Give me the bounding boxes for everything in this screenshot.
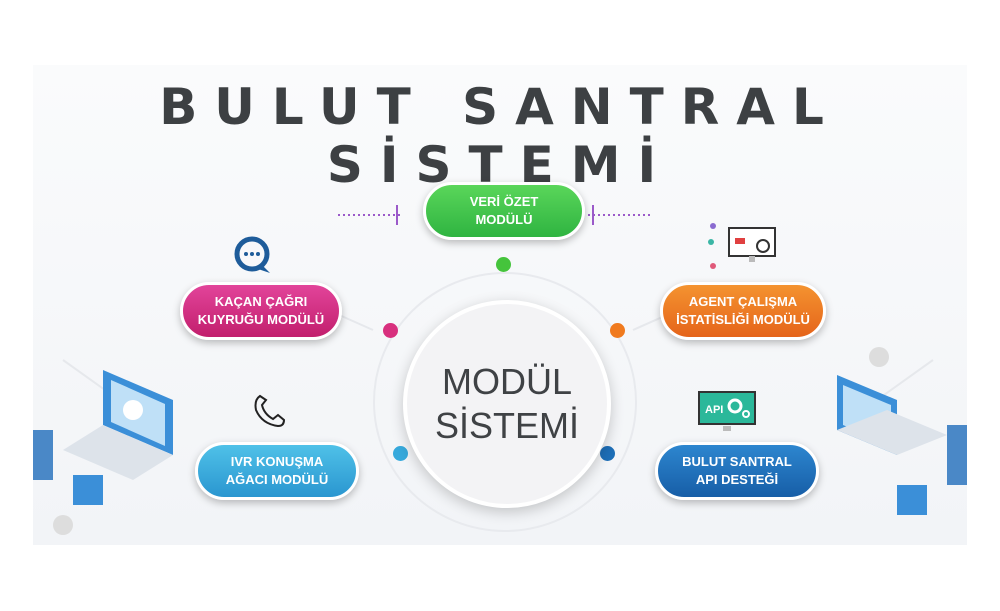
module-label: MODÜLÜ (475, 212, 533, 227)
blue-node-dot (600, 446, 615, 461)
module-label: VERİ ÖZET (469, 194, 539, 209)
monitor-analytics-icon (708, 223, 776, 269)
magenta-node-dot (383, 323, 398, 338)
chat-bubble-icon (234, 236, 270, 273)
module-label: API DESTEĞİ (695, 472, 779, 487)
module-label: BULUT SANTRAL (682, 454, 792, 469)
module-label: AĞACI MODÜLÜ (225, 472, 329, 487)
module-label: IVR KONUŞMA (230, 454, 324, 469)
center-line-1: MODÜL (441, 361, 572, 402)
module-kacan-cagri: KAÇAN ÇAĞRI KUYRUĞU MODÜLÜ (180, 282, 342, 340)
right-laptop-cloud-illustration (837, 347, 967, 515)
module-label: İSTATİSLİĞİ MODÜLÜ (676, 312, 810, 327)
module-veri-ozet: VERİ ÖZET MODÜLÜ (423, 182, 585, 240)
page-title: BULUT SANTRAL SİSTEMİ (159, 78, 841, 194)
green-node-dot (496, 257, 511, 272)
module-label: AGENT ÇALIŞMA (688, 294, 798, 309)
center-line-2: SİSTEMİ (434, 405, 580, 446)
module-ivr-konusma: IVR KONUŞMA AĞACI MODÜLÜ (195, 442, 359, 500)
module-bulut-santral-api: BULUT SANTRAL API DESTEĞİ (655, 442, 819, 500)
api-settings-icon: API (698, 391, 756, 431)
api-icon-label: API (705, 404, 723, 416)
module-agent-calisma: AGENT ÇALIŞMA İSTATİSLİĞİ MODÜLÜ (660, 282, 826, 340)
module-label: KUYRUĞU MODÜLÜ (197, 312, 325, 327)
lightblue-node-dot (393, 446, 408, 461)
left-laptop-cloud-illustration (33, 370, 173, 535)
orange-node-dot (610, 323, 625, 338)
orbit-ring (373, 272, 637, 532)
phone-icon (254, 394, 286, 428)
module-label: KAÇAN ÇAĞRI (214, 294, 308, 309)
center-module-system: MODÜL SİSTEMİ (403, 300, 611, 508)
